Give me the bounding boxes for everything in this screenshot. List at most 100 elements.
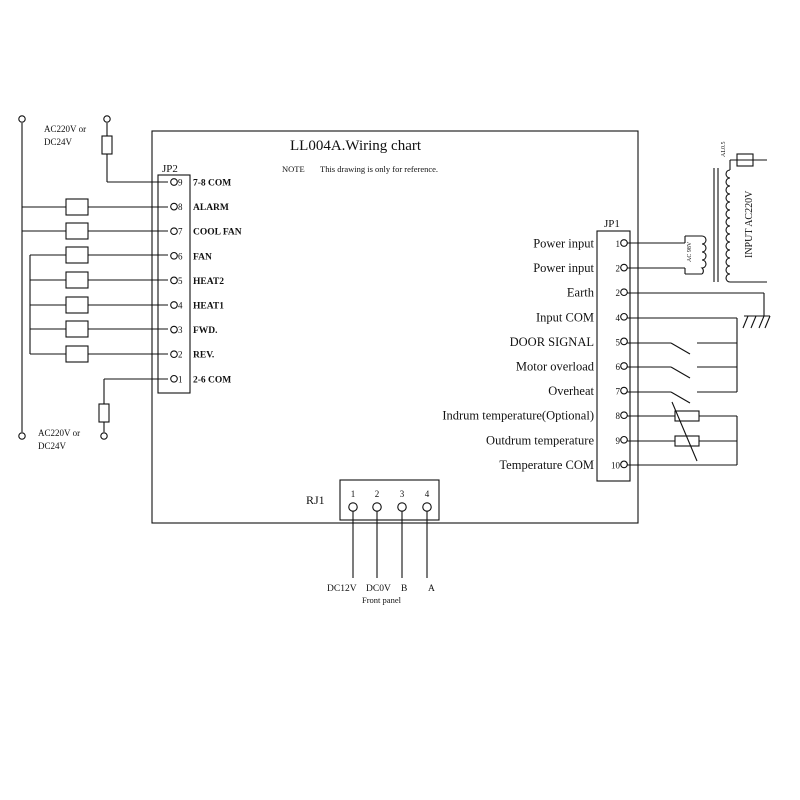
jp1-pin-10-number: 10 <box>611 460 621 470</box>
rj1-pin-1-terminal <box>348 502 358 512</box>
jp2-label: JP2 <box>162 163 178 175</box>
rj1-signal-3: B <box>401 584 407 594</box>
jp1-pin-4-terminal <box>620 312 628 321</box>
jp2-pin-5-label: HEAT2 <box>193 277 224 287</box>
jp1-pin-10-label: Temperature COM <box>499 458 594 472</box>
secondary-coil <box>700 235 707 275</box>
jp1-pin-2-label: Power input <box>533 261 594 275</box>
rj1-signal-2: DC0V <box>366 584 391 594</box>
earth-wiring <box>627 292 771 329</box>
load-alarm <box>65 198 89 216</box>
jp2-pin-4-label: HEAT1 <box>193 302 224 312</box>
load-heat2 <box>65 271 89 289</box>
rj1-pin-3-terminal <box>397 502 407 512</box>
jp1-pin-7-label: Overheat <box>548 384 594 398</box>
supply-terminal-bottom-left <box>18 432 26 440</box>
jp2-pin-9-terminal <box>170 178 178 186</box>
jp1-pin-6-label: Motor overload <box>516 360 595 374</box>
transformer-fuse <box>736 153 754 167</box>
jp2-pin-2-label: REV. <box>193 351 214 361</box>
rj1-pin-3-number: 3 <box>400 489 405 499</box>
rj1-connector <box>339 479 440 521</box>
primary-coil <box>725 169 731 283</box>
rj1-signal-4: A <box>428 584 435 594</box>
rj1-pin-2-number: 2 <box>375 489 380 499</box>
sensor-diagonal <box>671 401 698 462</box>
load-fan <box>65 246 89 264</box>
jp2-pin-4-number: 4 <box>178 301 183 311</box>
rj1-pin-4-terminal <box>422 502 432 512</box>
rj1-pin-1-number: 1 <box>351 489 356 499</box>
rj1-pin-2-terminal <box>372 502 382 512</box>
supply-top-line2: DC24V <box>44 137 73 147</box>
jp2-pin-8-terminal <box>170 202 178 211</box>
load-cool-fan <box>65 222 89 240</box>
left-supply-wiring <box>18 115 168 440</box>
note-text: This drawing is only for reference. <box>320 164 438 174</box>
jp1-pin-7-number: 7 <box>616 387 621 397</box>
note-label: NOTE <box>282 164 305 174</box>
jp2-pin-5-terminal <box>170 276 178 285</box>
jp2-pin-2-terminal <box>170 350 178 359</box>
indrum-sensor <box>674 410 700 422</box>
jp1-connector <box>596 230 631 482</box>
jp1-pin-2-number: 2 <box>616 264 621 274</box>
diagram-title: LL004A.Wiring chart <box>290 138 422 154</box>
transformer-output-label: AC 98V <box>687 241 693 262</box>
input-switch-wiring <box>627 317 738 404</box>
jp1-pin-2-terminal <box>620 263 628 272</box>
jp2-pin-7-terminal <box>170 227 178 236</box>
jp1-pin-5-terminal <box>620 337 628 346</box>
jp1-pin-4-label: Input COM <box>536 310 594 324</box>
jp2-pin-9-label: 7-8 COM <box>193 179 231 189</box>
jp2-pin-9-number: 9 <box>178 178 183 188</box>
rj1-label: RJ1 <box>306 493 325 507</box>
transformer-fuse-label: AL0.5 <box>721 142 727 158</box>
jp2-pin-3-terminal <box>170 325 178 334</box>
supply-top-line1: AC220V or <box>44 124 86 134</box>
supply-terminal-top-left <box>18 115 26 123</box>
jp2-connector <box>157 174 191 394</box>
jp1-pin-5-label: DOOR SIGNAL <box>510 335 594 349</box>
load-heat1 <box>65 296 89 314</box>
jp2-pin-3-label: FWD. <box>193 326 218 336</box>
jp1-pin-4-number: 4 <box>616 313 621 323</box>
jp1-pin-6-terminal <box>620 362 628 370</box>
rj1-pin-4-number: 4 <box>425 489 430 499</box>
jp2-pin-6-terminal <box>170 251 178 260</box>
jp2-pin-3-number: 3 <box>178 325 183 335</box>
transformer <box>627 153 767 283</box>
jp2-pin-1-terminal <box>170 374 178 383</box>
jp2-pin-1-label: 2-6 COM <box>193 375 231 385</box>
rj1-signal-1: DC12V <box>327 584 357 594</box>
jp1-pin-9-label: Outdrum temperature <box>486 433 594 447</box>
supply-bottom-line1: AC220V or <box>38 428 80 438</box>
jp1-pin-3-number: 2 <box>616 288 621 298</box>
jp1-pin-1-number: 1 <box>616 239 621 249</box>
supply-terminal-bottom-right <box>100 432 108 440</box>
jp1-pin-9-terminal <box>620 435 628 444</box>
controller-board-outline <box>151 130 639 524</box>
temperature-sensor-wiring <box>627 401 738 466</box>
jp1-pin-3-terminal <box>620 288 628 297</box>
jp2-pin-6-label: FAN <box>193 252 212 262</box>
overheat-switch <box>670 391 691 404</box>
jp1-label: JP1 <box>604 218 620 230</box>
jp2-pin-8-number: 8 <box>178 202 183 212</box>
load-rev <box>65 345 89 363</box>
jp1-pin-8-number: 8 <box>616 411 621 421</box>
front-panel-caption: Front panel <box>362 595 402 605</box>
door-signal-switch <box>670 342 691 355</box>
jp1-pin-9-number: 9 <box>616 436 621 446</box>
jp1-pin-8-label: Indrum temperature(Optional) <box>442 409 594 423</box>
jp2-pin-4-terminal <box>170 301 178 309</box>
jp1-pin-8-terminal <box>620 411 628 420</box>
fuse-bottom <box>98 403 110 423</box>
jp1-pin-1-terminal <box>620 239 628 247</box>
jp1-pin-10-terminal <box>620 460 628 469</box>
motor-overload-switch <box>670 366 691 379</box>
